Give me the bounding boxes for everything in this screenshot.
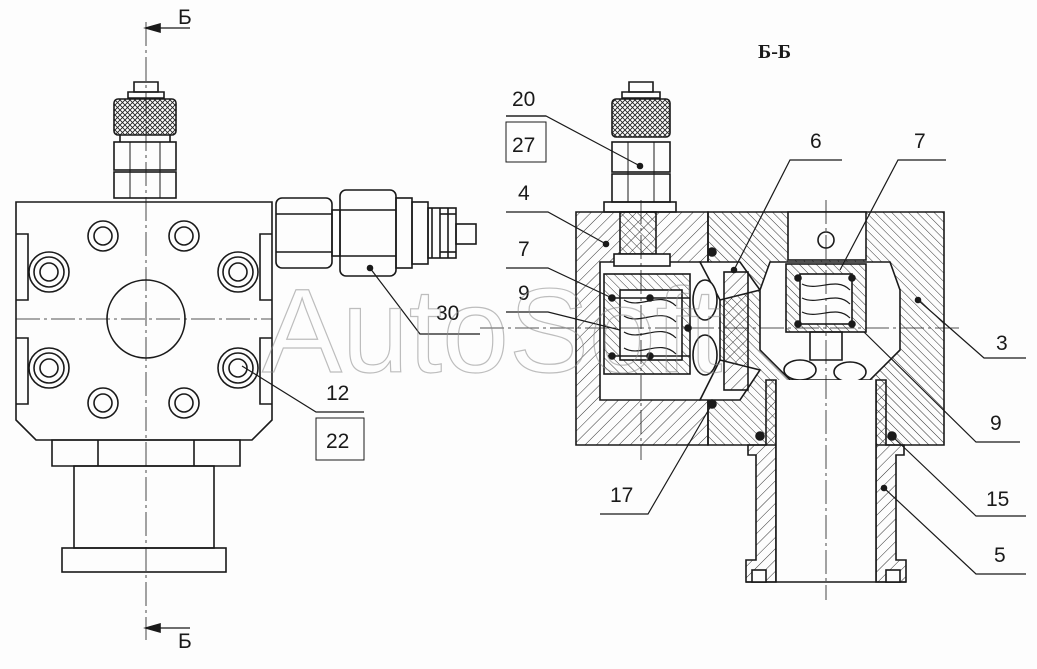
label-20: 20 bbox=[512, 88, 535, 111]
label-9-right: 9 bbox=[990, 412, 1002, 435]
valve-body-front bbox=[15, 201, 273, 441]
section-view bbox=[480, 81, 960, 600]
label-9-left: 9 bbox=[518, 282, 530, 305]
left-valve-cartridge bbox=[603, 273, 692, 375]
leader-lines bbox=[241, 115, 1026, 575]
knurled-nut-section bbox=[611, 98, 671, 138]
label-30: 30 bbox=[436, 302, 459, 325]
watermark-text: AutoSoft bbox=[262, 264, 722, 398]
label-17: 17 bbox=[610, 484, 633, 507]
label-3: 3 bbox=[996, 332, 1008, 355]
label-15: 15 bbox=[986, 488, 1009, 511]
section-title: Б-Б bbox=[758, 41, 791, 63]
side-fitting bbox=[275, 189, 477, 277]
bolt-heads bbox=[28, 220, 259, 419]
label-7-left: 7 bbox=[518, 238, 530, 261]
section-marker-bottom: Б bbox=[178, 630, 192, 653]
label-12: 12 bbox=[326, 382, 349, 405]
front-view bbox=[15, 22, 477, 640]
central-port bbox=[106, 279, 186, 359]
label-22: 22 bbox=[326, 430, 349, 453]
label-5: 5 bbox=[994, 544, 1006, 567]
label-4: 4 bbox=[518, 182, 530, 205]
label-7-right: 7 bbox=[914, 130, 926, 153]
section-marker-top: Б bbox=[178, 6, 192, 29]
knurled-nut bbox=[113, 98, 177, 136]
bottom-hex-nut bbox=[51, 439, 241, 467]
label-27: 27 bbox=[512, 134, 535, 157]
label-6: 6 bbox=[810, 130, 822, 153]
